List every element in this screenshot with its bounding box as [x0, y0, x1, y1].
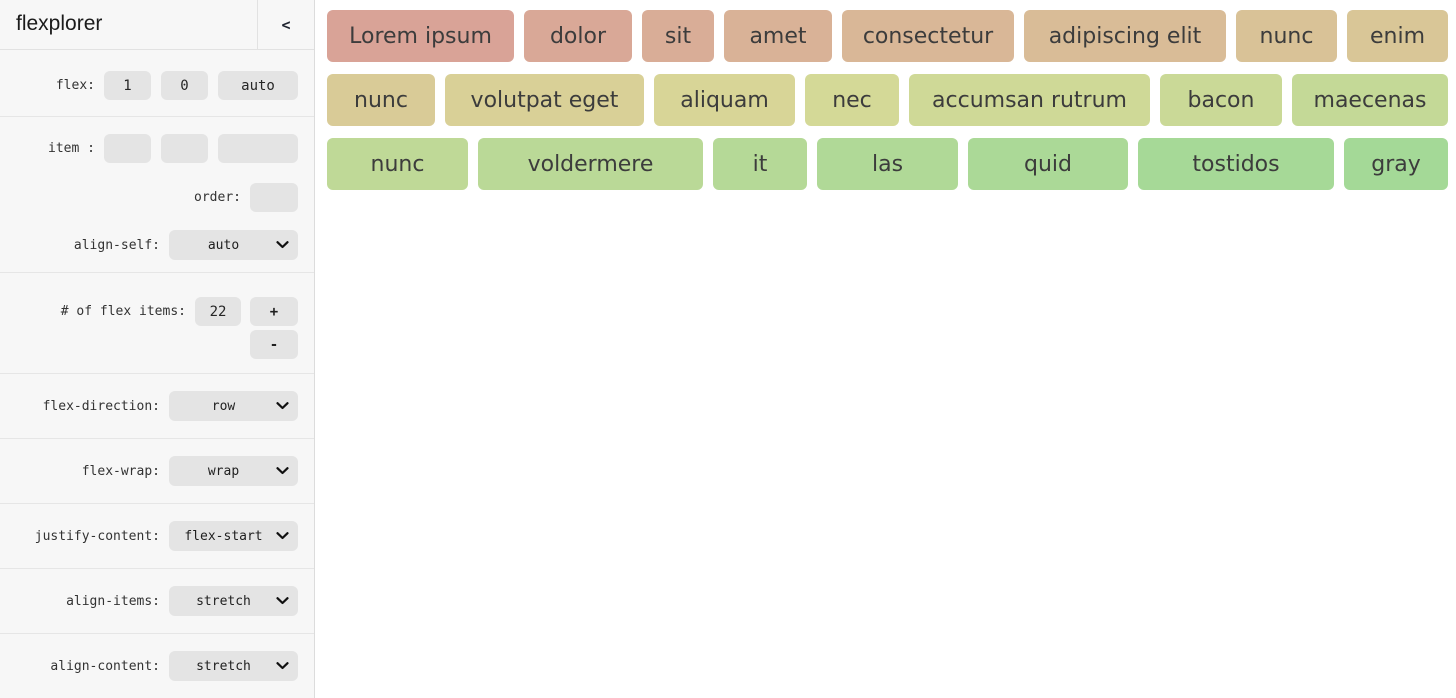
- section-justify-content: justify-content: flex-start: [0, 504, 314, 569]
- order-input[interactable]: [250, 183, 298, 212]
- flex-item[interactable]: Lorem ipsum: [327, 10, 514, 62]
- chevron-down-icon: [276, 402, 289, 410]
- align-self-label: align-self:: [73, 237, 160, 253]
- justify-content-select[interactable]: flex-start: [169, 521, 298, 551]
- flex-items-count-input[interactable]: [195, 297, 241, 326]
- align-self-value: auto: [207, 237, 240, 253]
- item-flex-basis-input[interactable]: [218, 134, 298, 163]
- flex-item[interactable]: volutpat eget: [445, 74, 644, 126]
- flex-item[interactable]: consectetur: [842, 10, 1014, 62]
- flex-wrap-select[interactable]: wrap: [169, 456, 298, 486]
- remove-item-button[interactable]: -: [250, 330, 298, 359]
- flex-item[interactable]: amet: [724, 10, 832, 62]
- flex-direction-label: flex-direction:: [42, 398, 160, 414]
- flex-item[interactable]: gray: [1344, 138, 1448, 190]
- flex-item[interactable]: las: [817, 138, 958, 190]
- chevron-left-icon: <: [281, 15, 291, 34]
- align-items-select[interactable]: stretch: [169, 586, 298, 616]
- flex-label: flex:: [55, 78, 95, 93]
- flex-item[interactable]: nunc: [327, 138, 468, 190]
- align-items-value: stretch: [196, 593, 251, 609]
- item-flex-shrink-input[interactable]: [161, 134, 208, 163]
- flex-item[interactable]: nunc: [1236, 10, 1337, 62]
- chevron-down-icon: [276, 597, 289, 605]
- sidebar-collapse-button[interactable]: <: [257, 0, 314, 49]
- flex-item[interactable]: maecenas: [1292, 74, 1448, 126]
- flex-wrap-value: wrap: [207, 463, 240, 479]
- flex-item[interactable]: enim: [1347, 10, 1448, 62]
- align-content-value: stretch: [196, 658, 251, 674]
- flex-basis-input[interactable]: [218, 71, 298, 100]
- section-flex-wrap: flex-wrap: wrap: [0, 439, 314, 504]
- flex-wrap-label: flex-wrap:: [81, 463, 160, 479]
- align-items-label: align-items:: [66, 593, 160, 609]
- section-flex-direction: flex-direction: row: [0, 374, 314, 439]
- flex-item[interactable]: bacon: [1160, 74, 1282, 126]
- flex-item[interactable]: quid: [968, 138, 1128, 190]
- align-self-select[interactable]: auto: [169, 230, 298, 260]
- sidebar: flexplorer < flex: item : order:: [0, 0, 315, 698]
- align-content-select[interactable]: stretch: [169, 651, 298, 681]
- flex-item[interactable]: nunc: [327, 74, 435, 126]
- justify-content-value: flex-start: [184, 528, 263, 544]
- flex-grow-input[interactable]: [104, 71, 151, 100]
- justify-content-label: justify-content:: [34, 528, 160, 544]
- section-count: # of flex items: + -: [0, 273, 314, 374]
- section-item: item : order: align-self: auto: [0, 117, 314, 273]
- item-label: item :: [48, 141, 95, 156]
- chevron-down-icon: [276, 241, 289, 249]
- align-content-label: align-content:: [50, 658, 160, 674]
- section-align-content: align-content: stretch: [0, 634, 314, 698]
- flex-item[interactable]: it: [713, 138, 807, 190]
- flex-item[interactable]: voldermere: [478, 138, 703, 190]
- flex-item[interactable]: sit: [642, 10, 714, 62]
- flex-item[interactable]: tostidos: [1138, 138, 1334, 190]
- flex-items-count-label: # of flex items:: [60, 304, 186, 319]
- flex-direction-value: row: [211, 398, 236, 414]
- chevron-down-icon: [276, 467, 289, 475]
- chevron-down-icon: [276, 532, 289, 540]
- chevron-down-icon: [276, 662, 289, 670]
- flex-item[interactable]: accumsan rutrum: [909, 74, 1150, 126]
- flex-shrink-input[interactable]: [161, 71, 208, 100]
- flex-item[interactable]: dolor: [524, 10, 632, 62]
- app-title: flexplorer: [16, 12, 103, 35]
- flex-direction-select[interactable]: row: [169, 391, 298, 421]
- item-flex-grow-input[interactable]: [104, 134, 151, 163]
- section-flex: flex:: [0, 50, 314, 117]
- add-item-button[interactable]: +: [250, 297, 298, 326]
- flex-item[interactable]: nec: [805, 74, 899, 126]
- flex-item[interactable]: aliquam: [654, 74, 795, 126]
- flex-item[interactable]: adipiscing elit: [1024, 10, 1226, 62]
- titlebar: flexplorer <: [0, 0, 314, 50]
- order-label: order:: [194, 190, 241, 205]
- section-align-items: align-items: stretch: [0, 569, 314, 634]
